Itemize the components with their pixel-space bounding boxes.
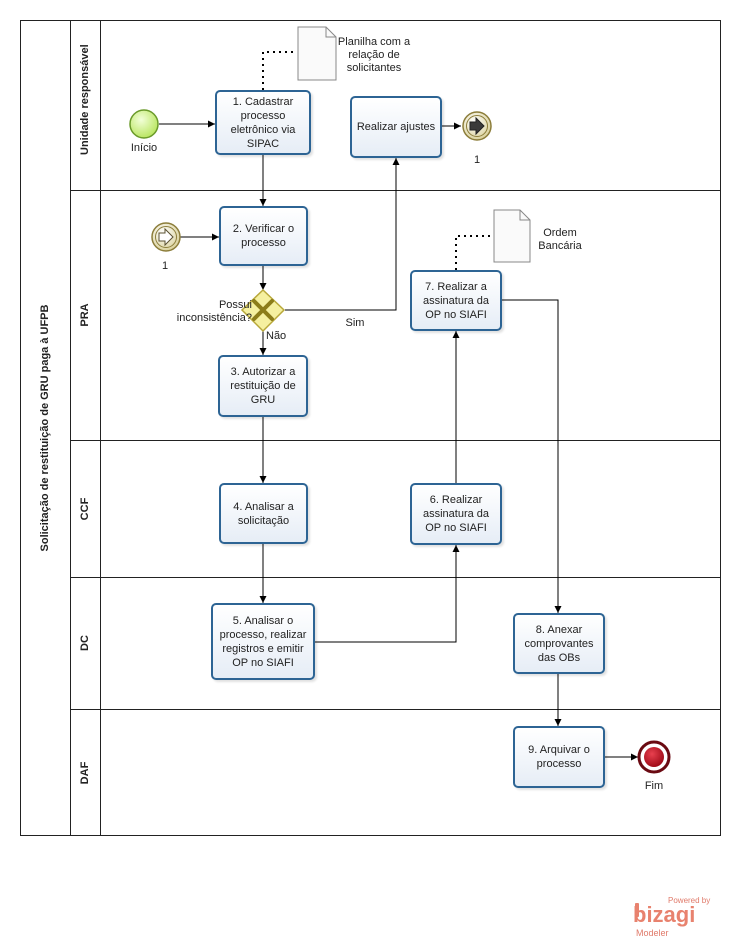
- start-event-label: Início: [130, 142, 158, 154]
- bizagi-logo-icon: [635, 903, 639, 917]
- lane-title-dc: DC: [79, 635, 91, 651]
- link-throw-event-icon[interactable]: [462, 111, 492, 141]
- lane-title-ccf: CCF: [79, 497, 91, 521]
- exclusive-gateway-icon[interactable]: [240, 288, 286, 333]
- lane-title-unidade: Unidade responsável: [79, 44, 91, 155]
- flow-gateway-sim: [285, 158, 400, 311]
- pool-frame: [20, 20, 721, 836]
- task-analisar-processo-emitir-op[interactable]: 5. Analisar o processo, realizar registr…: [211, 603, 315, 680]
- end-event-icon[interactable]: [637, 740, 671, 774]
- link-catch-label: 1: [161, 260, 169, 272]
- brand-product: Modeler: [636, 928, 669, 938]
- task-verificar-processo[interactable]: 2. Verificar o processo: [219, 206, 308, 266]
- end-event-label: Fim: [644, 780, 664, 792]
- association-doc1: [262, 51, 296, 90]
- task-autorizar-restituicao[interactable]: 3. Autorizar a restituição de GRU: [218, 355, 308, 417]
- association-doc2: [455, 235, 490, 270]
- start-event-icon[interactable]: [129, 109, 159, 139]
- task-realizar-ajustes[interactable]: Realizar ajustes: [350, 96, 442, 158]
- gateway-question-label: Possui inconsistência?: [176, 299, 252, 324]
- brand-powered-by: Powered by: [668, 896, 711, 905]
- document-label-ordem-bancaria: Ordem Bancária: [538, 227, 582, 252]
- document-icon: [297, 26, 337, 81]
- document-icon: [493, 209, 531, 263]
- link-throw-label: 1: [473, 154, 481, 166]
- lane-title-pra: PRA: [79, 303, 91, 327]
- task-arquivar-processo[interactable]: 9. Arquivar o processo: [513, 726, 605, 788]
- brand-name: bizagi: [633, 902, 696, 927]
- task-realizar-assinatura-ccf[interactable]: 6. Realizar assinatura da OP no SIAFI: [410, 483, 502, 545]
- gateway-yes-label: Sim: [345, 317, 365, 329]
- task-realizar-assinatura-pra[interactable]: 7. Realizar a assinatura da OP no SIAFI: [410, 270, 502, 331]
- link-catch-event-icon[interactable]: [151, 222, 181, 252]
- flow-t7-to-t8: [502, 299, 562, 613]
- lane-title-daf: DAF: [79, 761, 91, 785]
- task-anexar-comprovantes[interactable]: 8. Anexar comprovantes das OBs: [513, 613, 605, 674]
- document-label-planilha: Planilha com a relação de solicitantes: [337, 36, 411, 74]
- flow-t5-to-t6: [315, 545, 460, 643]
- task-analisar-solicitacao[interactable]: 4. Analisar a solicitação: [219, 483, 308, 544]
- task-cadastrar-processo[interactable]: 1. Cadastrar processo eletrônico via SIP…: [215, 90, 311, 155]
- pool-title: Solicitação de restituição de GRU paga à…: [39, 304, 51, 552]
- gateway-no-label: Não: [266, 330, 287, 342]
